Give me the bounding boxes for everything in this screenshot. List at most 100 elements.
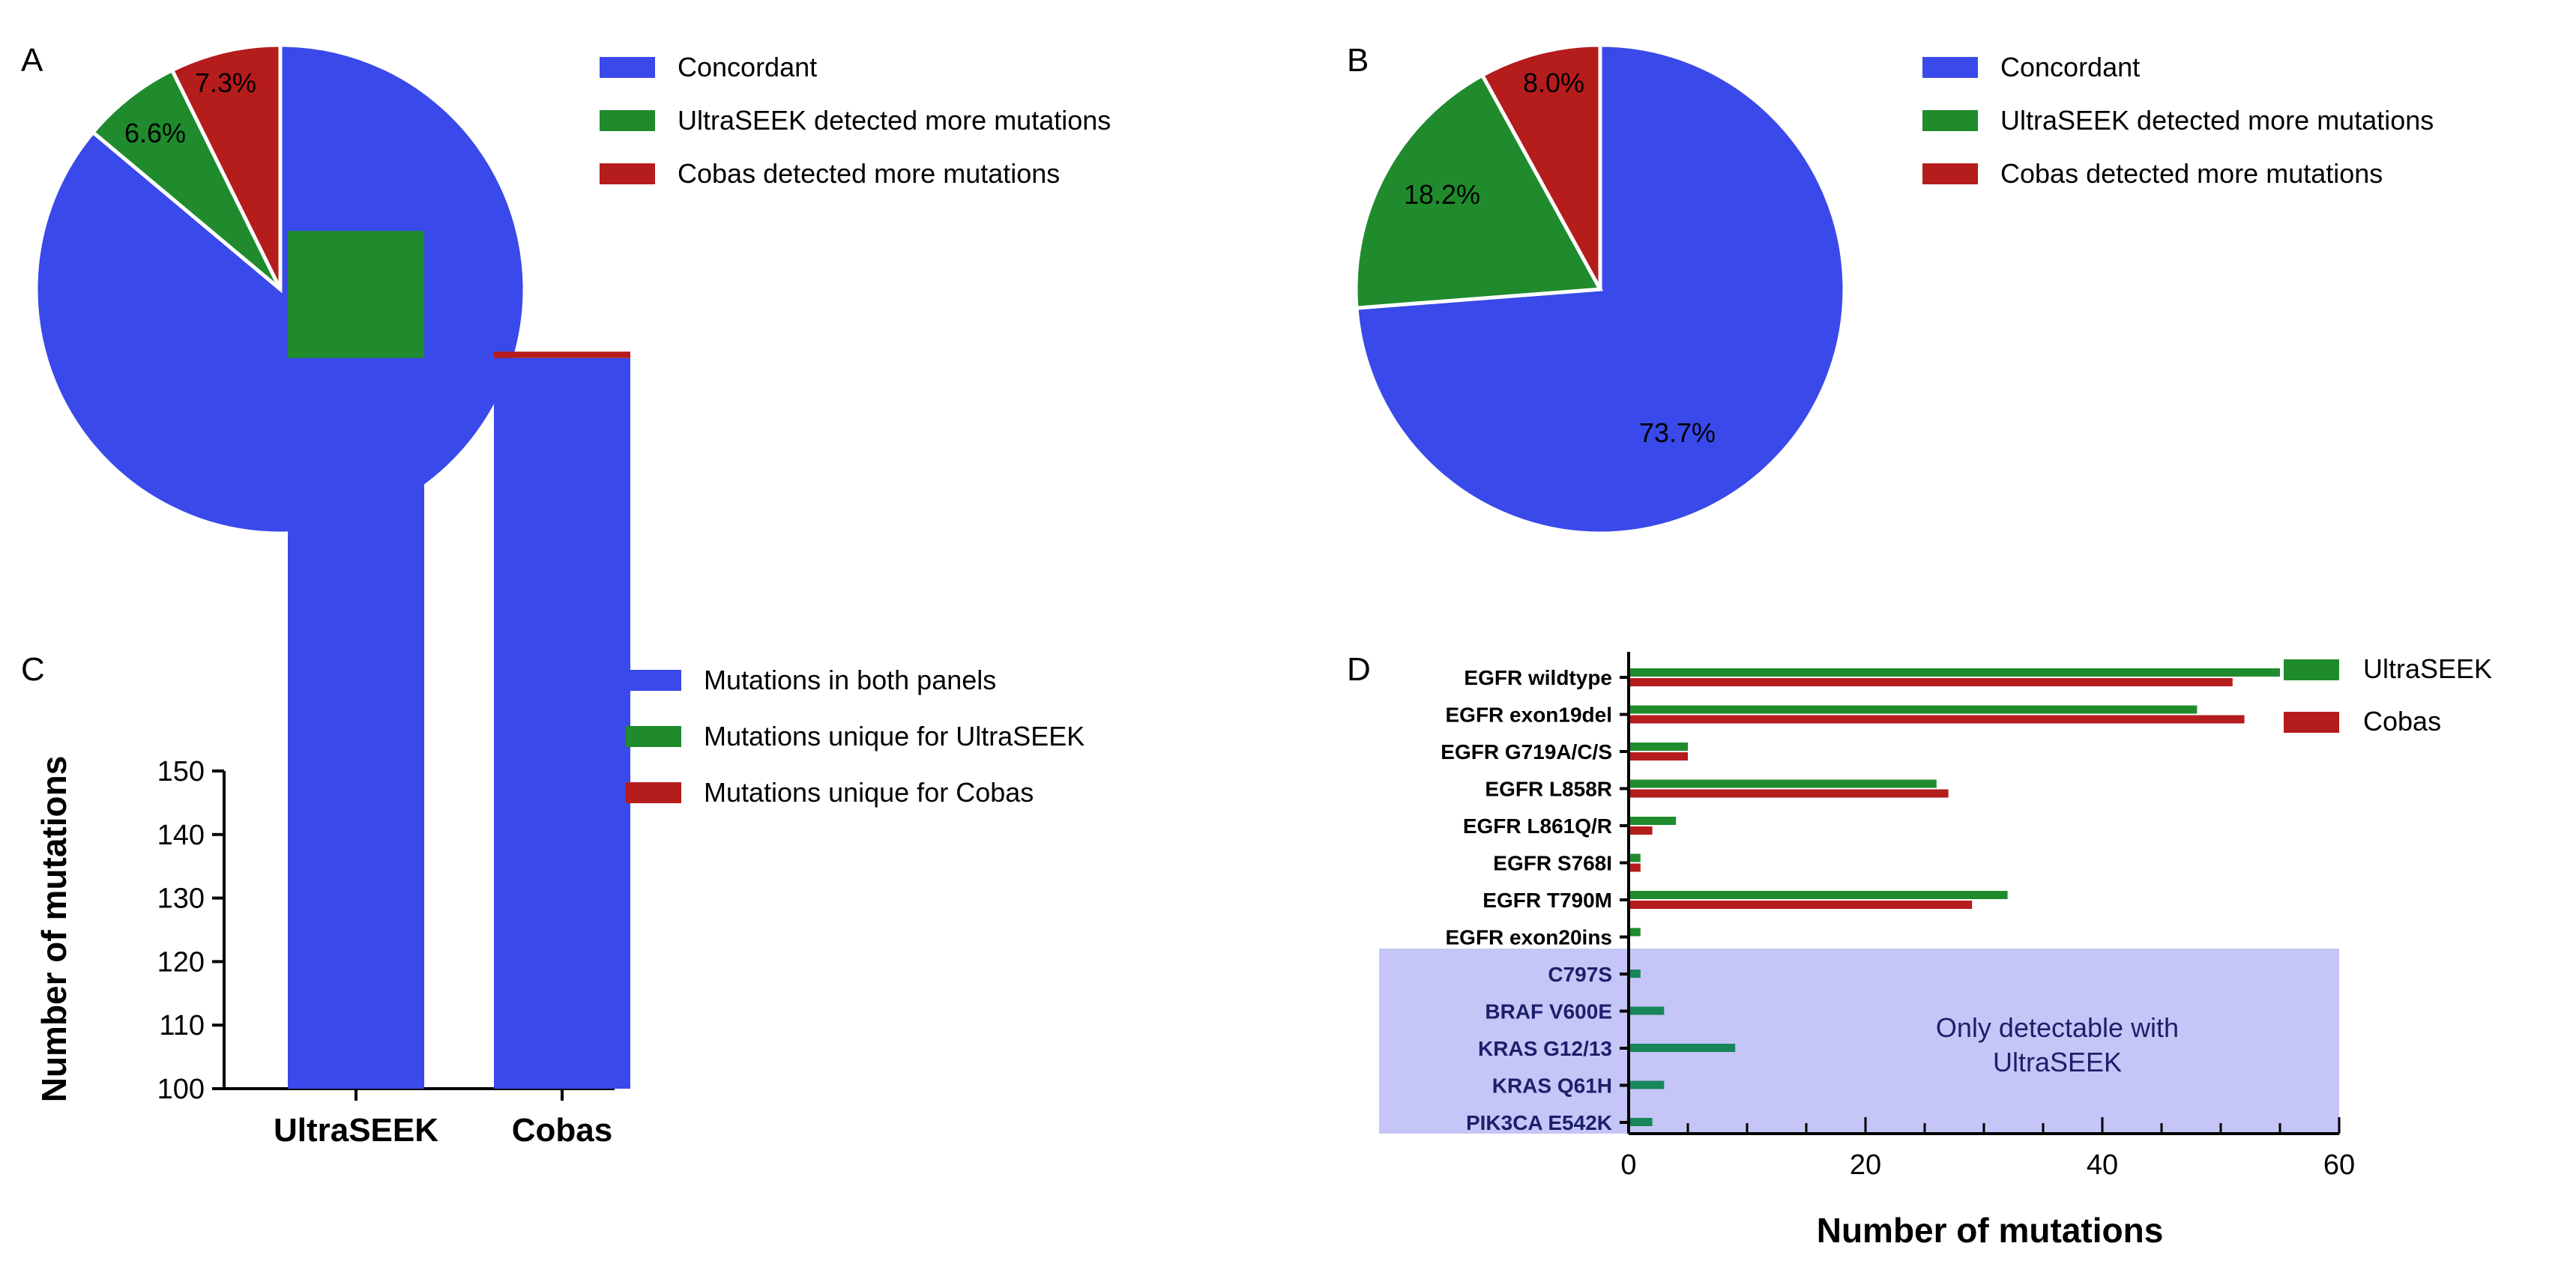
legend-swatch-2 bbox=[626, 782, 681, 803]
pie-label-1: 6.6% bbox=[124, 118, 186, 148]
legend-swatch-1 bbox=[600, 110, 655, 131]
legend-label-0: UltraSEEK bbox=[2363, 653, 2492, 684]
legend-swatch-2 bbox=[600, 163, 655, 184]
hbar-0-1 bbox=[1629, 678, 2233, 686]
legend-swatch-2 bbox=[1922, 163, 1978, 184]
panel-b-letter: B bbox=[1347, 42, 1369, 79]
legend-label-2: Cobas detected more mutations bbox=[2000, 158, 2383, 189]
hbar-4-0 bbox=[1629, 817, 1677, 825]
y-tick-label-1: 110 bbox=[159, 1010, 205, 1041]
legend-swatch-0 bbox=[626, 670, 681, 691]
hbar-3-0 bbox=[1629, 779, 1937, 788]
y-tick-label-0: 100 bbox=[157, 1074, 205, 1105]
y-tick-label-3: 130 bbox=[157, 883, 205, 915]
legend-label-1: UltraSEEK detected more mutations bbox=[678, 105, 1111, 136]
legend-label-0: Mutations in both panels bbox=[704, 665, 996, 695]
legend-label-1: Cobas bbox=[2363, 706, 2441, 737]
category-label-0: EGFR wildtype bbox=[1464, 666, 1612, 689]
category-label-2: EGFR G719A/C/S bbox=[1441, 740, 1612, 764]
hbar-5-1 bbox=[1629, 863, 1641, 872]
legend-swatch-1 bbox=[1922, 110, 1978, 131]
hbar-2-1 bbox=[1629, 752, 1688, 761]
legend-swatch-0 bbox=[600, 57, 655, 78]
category-label-3: EGFR L858R bbox=[1485, 778, 1612, 801]
legend-label-0: Concordant bbox=[2000, 52, 2140, 82]
y-tick-label-2: 120 bbox=[157, 946, 205, 978]
hbar-1-1 bbox=[1629, 715, 2245, 724]
hbar-4-1 bbox=[1629, 826, 1653, 835]
hbar-6-1 bbox=[1629, 901, 1973, 909]
category-label-8: C797S bbox=[1548, 963, 1612, 986]
category-label-7: EGFR exon20ins bbox=[1445, 926, 1612, 949]
x-tick-label-0: 0 bbox=[1620, 1149, 1636, 1181]
category-label-11: KRAS Q61H bbox=[1492, 1074, 1612, 1098]
panel-c-letter: C bbox=[21, 651, 45, 688]
category-label-12: PIK3CA E542K bbox=[1466, 1111, 1612, 1134]
category-label-6: EGFR T790M bbox=[1482, 889, 1612, 912]
x-category-label-0: UltraSEEK bbox=[274, 1112, 438, 1149]
x-tick-label-1: 20 bbox=[1850, 1149, 1881, 1181]
category-label-4: EGFR L861Q/R bbox=[1463, 814, 1612, 838]
hbar-7-0 bbox=[1629, 928, 1641, 937]
hbar-5-0 bbox=[1629, 853, 1641, 862]
legend-label-1: Mutations unique for UltraSEEK bbox=[704, 721, 1085, 752]
y-axis-title: Number of mutations bbox=[34, 756, 73, 1103]
pie-label-1: 18.2% bbox=[1404, 179, 1480, 210]
pie-label-2: 8.0% bbox=[1523, 67, 1584, 98]
hbar-11-0 bbox=[1629, 1080, 1665, 1089]
pie-label-2: 7.3% bbox=[195, 67, 256, 98]
pie-slice-2 bbox=[1479, 43, 1602, 291]
pie-slice-2 bbox=[169, 43, 283, 291]
pie-label-0: 73.7% bbox=[1639, 417, 1716, 448]
category-label-1: EGFR exon19del bbox=[1445, 704, 1612, 727]
x-tick-label-2: 40 bbox=[2087, 1149, 2118, 1181]
panel-d-letter: D bbox=[1347, 651, 1371, 688]
legend-swatch-0 bbox=[1922, 57, 1978, 78]
hbar-9-0 bbox=[1629, 1006, 1665, 1015]
hbar-1-0 bbox=[1629, 705, 2198, 714]
legend-d: UltraSEEK Cobas bbox=[2284, 653, 2492, 737]
legend-label-0: Concordant bbox=[678, 52, 817, 82]
annotation-line-1: Only detectable with bbox=[1936, 1012, 2179, 1043]
bar-0-0 bbox=[288, 357, 424, 1089]
x-axis-title: Number of mutations bbox=[1817, 1211, 2164, 1250]
pie-chart-b: 73.7% 18.2% 8.0% bbox=[1354, 43, 1847, 536]
legend-label-2: Cobas detected more mutations bbox=[678, 158, 1060, 189]
x-category-label-1: Cobas bbox=[512, 1112, 612, 1149]
bar-1-2 bbox=[494, 351, 630, 358]
hbar-10-0 bbox=[1629, 1044, 1736, 1052]
bar-0-1 bbox=[288, 231, 424, 358]
hbar-8-0 bbox=[1629, 970, 1641, 978]
pie-slice-1 bbox=[90, 67, 283, 291]
panel-a-letter: A bbox=[21, 42, 43, 79]
category-label-9: BRAF V600E bbox=[1485, 1000, 1612, 1023]
hbar-3-1 bbox=[1629, 789, 1949, 798]
hbar-2-0 bbox=[1629, 743, 1688, 751]
legend-swatch-0 bbox=[2284, 659, 2339, 680]
hbar-0-0 bbox=[1629, 668, 2280, 677]
y-tick-label-4: 140 bbox=[157, 820, 205, 851]
legend-swatch-1 bbox=[2284, 712, 2339, 733]
ultraseek-only-region bbox=[1379, 949, 2339, 1134]
hbar-12-0 bbox=[1629, 1118, 1653, 1126]
pie-slice-1 bbox=[1354, 73, 1604, 310]
bar-1-0 bbox=[494, 357, 630, 1089]
legend-label-2: Mutations unique for Cobas bbox=[704, 777, 1034, 808]
y-tick-label-5: 150 bbox=[157, 756, 205, 787]
x-tick-label-3: 60 bbox=[2323, 1149, 2355, 1181]
category-label-5: EGFR S768I bbox=[1493, 852, 1612, 875]
legend-label-1: UltraSEEK detected more mutations bbox=[2000, 105, 2434, 136]
legend-swatch-1 bbox=[626, 726, 681, 747]
hbar-6-0 bbox=[1629, 891, 2008, 899]
pie-chart-a: 86.1%6.6%7.3% bbox=[34, 43, 527, 536]
category-label-10: KRAS G12/13 bbox=[1478, 1037, 1612, 1060]
